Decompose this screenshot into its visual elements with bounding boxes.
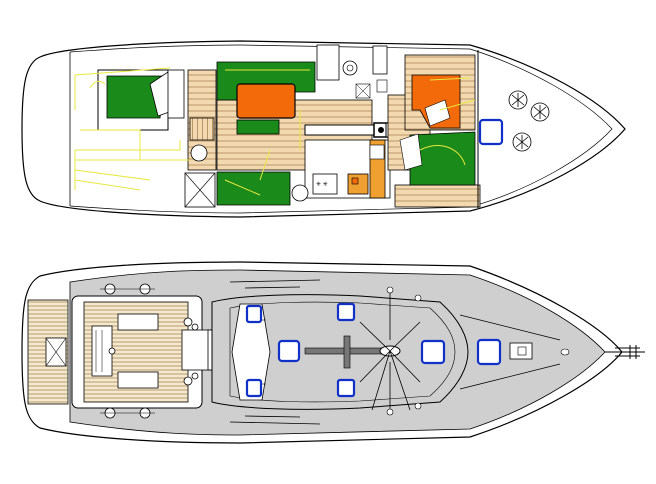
aft-head-toilet xyxy=(190,144,208,162)
coachroof-inner xyxy=(229,301,456,403)
rigging-shrouds xyxy=(359,290,421,412)
hatch-mid-starboard xyxy=(336,378,356,398)
companionway-steps xyxy=(189,117,215,141)
cockpit-seat-starboard xyxy=(117,371,159,389)
lighting-circuit-saloon xyxy=(224,69,310,196)
vang-bar xyxy=(343,335,351,369)
mast-foot xyxy=(378,127,384,133)
deck-plan xyxy=(21,261,645,444)
saloon-starboard-settee xyxy=(216,171,291,206)
hatch-forward-cabin xyxy=(420,339,446,365)
port-cabinet xyxy=(376,79,388,93)
port-locker xyxy=(316,44,340,81)
forward-sole-lower xyxy=(394,184,481,208)
saloon-table-leaf xyxy=(236,119,280,135)
forward-port-pillow xyxy=(424,99,451,127)
cockpit-seat-port xyxy=(117,313,159,331)
hatch-bow xyxy=(476,338,502,366)
lighting-circuit-aft-2 xyxy=(80,80,141,160)
deck-hatches xyxy=(245,302,502,398)
mast-bulkhead xyxy=(304,124,376,136)
lighting-circuit-aft xyxy=(74,67,190,191)
sprayhood xyxy=(231,303,271,401)
hatch-saloon xyxy=(277,339,301,363)
forward-starboard-pillow xyxy=(399,133,423,171)
hatch-aft-starboard xyxy=(245,378,263,398)
port-head-locker xyxy=(372,45,388,75)
chainplates xyxy=(386,286,422,416)
galley-sink xyxy=(369,144,385,160)
interior-plan: ✳ ✳ xyxy=(21,40,626,218)
steering-pedestal xyxy=(108,347,116,355)
interior-hull-inner xyxy=(69,44,613,214)
handrails xyxy=(229,279,561,425)
galley-cooktop xyxy=(312,173,338,195)
aft-port-locker xyxy=(167,69,185,119)
saloon-table xyxy=(236,83,296,119)
lighting-circuit-forward xyxy=(419,77,476,166)
hatch-mid-port xyxy=(336,302,356,322)
bow-roller xyxy=(605,345,645,359)
bow-hatch-interior xyxy=(478,118,504,146)
cooktop-burner-glyph: ✳ ✳ xyxy=(316,181,328,188)
windlass xyxy=(560,348,570,356)
galley-round-locker xyxy=(291,184,309,202)
hatch-aft-port xyxy=(245,304,263,324)
